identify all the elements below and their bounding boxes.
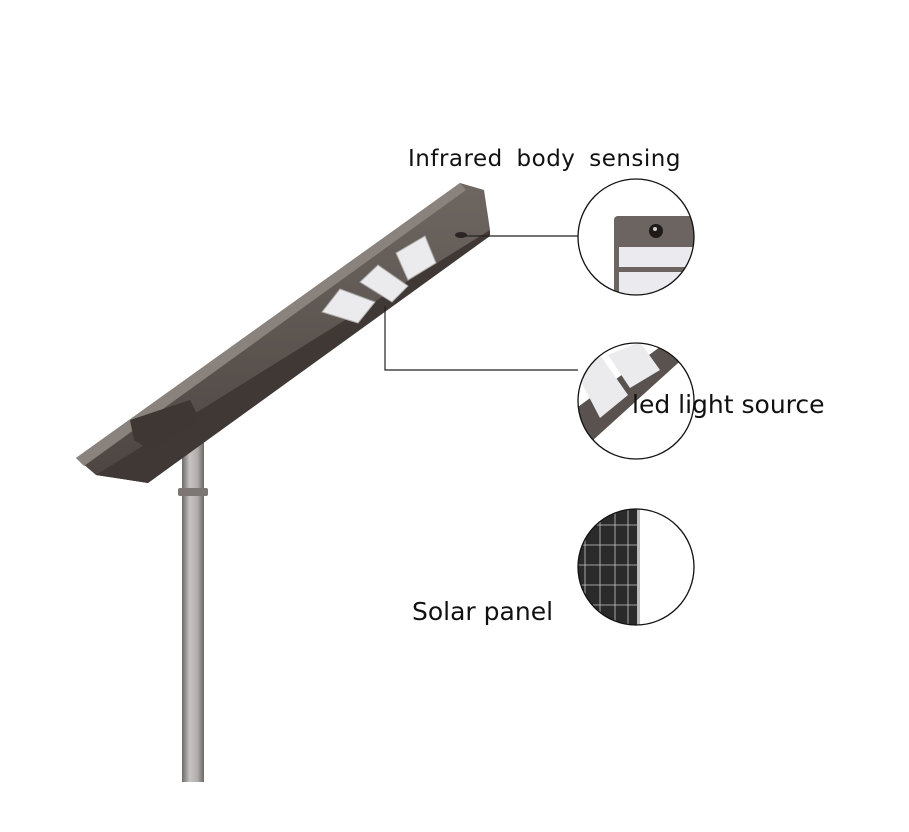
leader-lines xyxy=(384,235,578,371)
led-light-source-label: led light source xyxy=(632,390,825,419)
infrared-sensing-label: Infrared body sensing xyxy=(408,146,681,172)
solar-cell-closeup xyxy=(577,508,695,626)
sensor-closeup xyxy=(577,178,695,296)
lamp-housing xyxy=(76,183,490,483)
pole xyxy=(176,425,208,782)
solar-panel-label: Solar panel xyxy=(412,597,554,626)
led-modules xyxy=(321,235,437,324)
sensor-icon xyxy=(455,232,467,238)
